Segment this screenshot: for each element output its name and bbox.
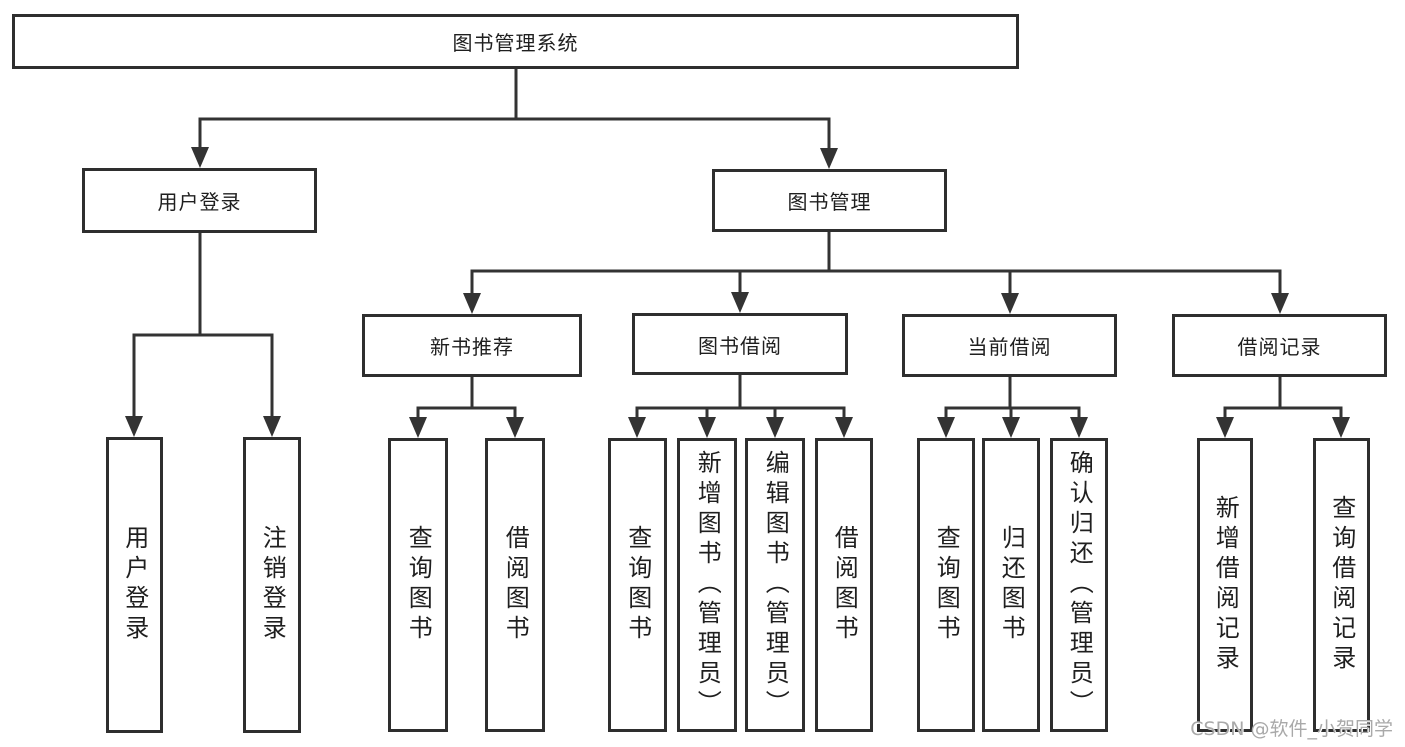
node-borrow-books-2: 借阅图书 [815,438,873,732]
node-query-books-2: 查询图书 [608,438,667,732]
node-borrow-books-1: 借阅图书 [485,438,545,732]
node-add-books-admin-label: 新增图书（管理员） [693,450,722,720]
node-add-borrow-record-label: 新增借阅记录 [1211,495,1240,675]
node-current-borrowing-label: 当前借阅 [967,335,1052,359]
node-new-book-recommend: 新书推荐 [362,314,582,377]
node-query-books-1: 查询图书 [388,438,448,732]
node-user-login: 用户登录 [106,437,163,733]
node-confirm-return-admin-label: 确认归还（管理员） [1065,450,1094,720]
node-borrowing-records-label: 借阅记录 [1237,335,1322,359]
node-edit-books-admin-label: 编辑图书（管理员） [761,450,790,720]
node-book-management: 图书管理 [712,169,947,232]
watermark: CSDN @软件_小贺同学 [1190,718,1393,740]
node-borrowing-records: 借阅记录 [1172,314,1387,377]
node-book-borrowing-label: 图书借阅 [698,333,782,358]
node-user-login-label: 用户登录 [120,525,149,645]
node-book-management-label: 图书管理 [787,190,872,214]
node-logout-label: 注销登录 [258,525,287,645]
node-user-login-branch: 用户登录 [82,168,317,233]
node-query-books-2-label: 查询图书 [623,525,652,645]
node-add-books-admin: 新增图书（管理员） [677,438,737,732]
node-root: 图书管理系统 [12,14,1019,69]
node-edit-books-admin: 编辑图书（管理员） [745,438,805,732]
node-return-books-label: 归还图书 [997,525,1026,645]
node-current-borrowing: 当前借阅 [902,314,1117,377]
node-query-books-1-label: 查询图书 [404,525,433,645]
node-borrow-books-2-label: 借阅图书 [830,525,859,645]
node-logout: 注销登录 [243,437,301,733]
node-query-books-3-label: 查询图书 [932,525,961,645]
node-borrow-books-1-label: 借阅图书 [501,525,530,645]
node-query-borrow-record: 查询借阅记录 [1313,438,1370,732]
node-user-login-branch-label: 用户登录 [157,190,242,214]
node-query-borrow-record-label: 查询借阅记录 [1327,495,1356,675]
node-new-book-recommend-label: 新书推荐 [430,335,514,359]
node-return-books: 归还图书 [982,438,1040,732]
node-add-borrow-record: 新增借阅记录 [1197,438,1253,732]
node-confirm-return-admin: 确认归还（管理员） [1050,438,1108,732]
node-query-books-3: 查询图书 [917,438,975,732]
node-book-borrowing: 图书借阅 [632,313,848,375]
node-root-label: 图书管理系统 [452,31,579,55]
